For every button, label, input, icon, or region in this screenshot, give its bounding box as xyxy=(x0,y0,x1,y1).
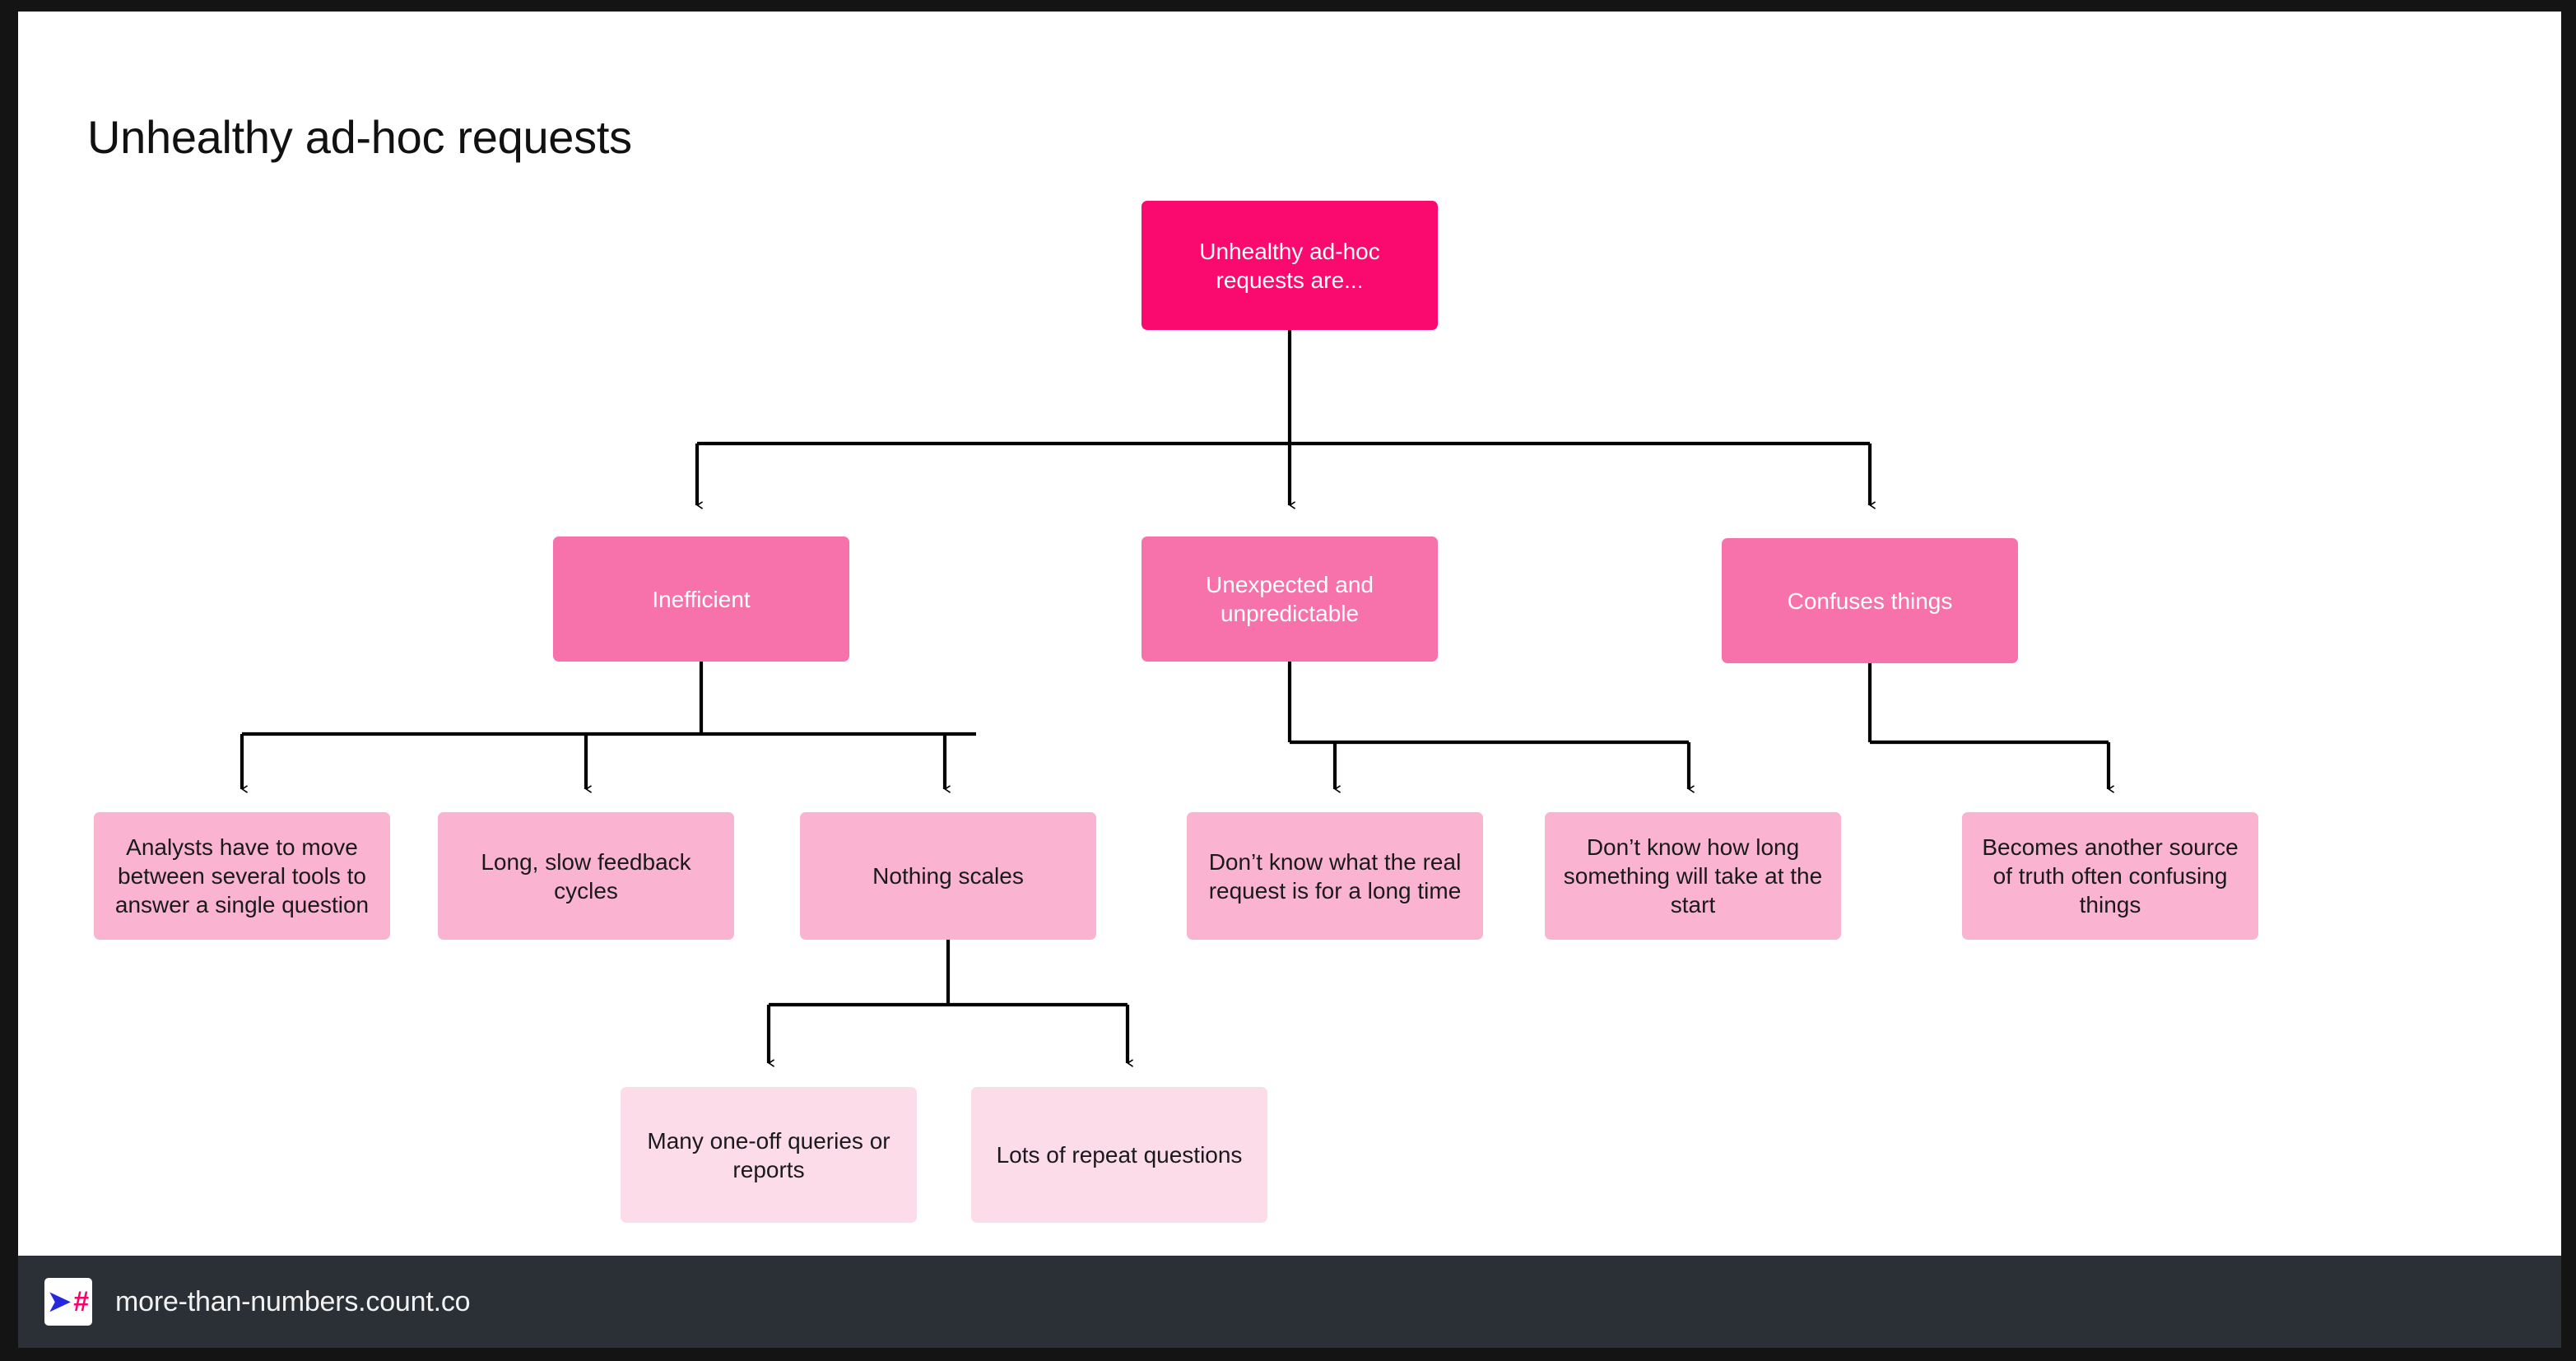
footer-bar: ➤ # more-than-numbers.count.co xyxy=(18,1256,2561,1348)
node-inefficient[interactable]: Inefficient xyxy=(553,537,849,662)
node-nothing-scales[interactable]: Nothing scales xyxy=(800,812,1096,940)
count-logo-icon: ➤ # xyxy=(44,1278,92,1326)
node-confuses-things[interactable]: Confuses things xyxy=(1722,538,2018,663)
node-dont-know-real-request-label: Don’t know what the real request is for … xyxy=(1208,848,1462,903)
node-nothing-scales-label: Nothing scales xyxy=(872,863,1024,889)
node-long-slow-feedback-cycles[interactable]: Long, slow feedback cycles xyxy=(438,812,734,940)
node-analysts-move-between-tools-label: Analysts have to move between several to… xyxy=(114,834,370,917)
footer-url-label: more-than-numbers.count.co xyxy=(115,1285,471,1317)
node-dont-know-real-request[interactable]: Don’t know what the real request is for … xyxy=(1187,812,1483,940)
node-lots-of-repeat-questions[interactable]: Lots of repeat questions xyxy=(971,1087,1267,1223)
connector-lines xyxy=(239,330,2561,1256)
node-dont-know-how-long-label: Don’t know how long something will take … xyxy=(1563,834,1823,917)
flowchart-diagram: Unhealthy ad-hoc requests are... Ineffic… xyxy=(18,12,2561,1256)
node-lots-of-repeat-questions-label: Lots of repeat questions xyxy=(996,1142,1243,1168)
slide-canvas: Unhealthy ad-hoc requests xyxy=(18,12,2561,1256)
node-root[interactable]: Unhealthy ad-hoc requests are... xyxy=(1142,201,1438,330)
node-confuses-things-label: Confuses things xyxy=(1787,588,1953,614)
node-unexpected-unpredictable[interactable]: Unexpected and unpredictable xyxy=(1142,537,1438,662)
node-root-label: Unhealthy ad-hoc requests are... xyxy=(1199,238,1380,293)
node-unexpected-unpredictable-label: Unexpected and unpredictable xyxy=(1206,572,1374,626)
page-title: Unhealthy ad-hoc requests xyxy=(87,110,632,163)
node-long-slow-feedback-cycles-label: Long, slow feedback cycles xyxy=(481,848,691,903)
node-analysts-move-between-tools[interactable]: Analysts have to move between several to… xyxy=(94,812,390,940)
node-dont-know-how-long[interactable]: Don’t know how long something will take … xyxy=(1545,812,1841,940)
chevron-right-icon: ➤ xyxy=(47,1286,72,1317)
hash-icon: # xyxy=(73,1286,90,1317)
node-another-source-of-truth-label: Becomes another source of truth often co… xyxy=(1982,834,2239,917)
node-many-one-off-queries-label: Many one-off queries or reports xyxy=(647,1127,890,1182)
node-inefficient-label: Inefficient xyxy=(652,586,751,612)
node-many-one-off-queries[interactable]: Many one-off queries or reports xyxy=(621,1087,917,1223)
node-another-source-of-truth[interactable]: Becomes another source of truth often co… xyxy=(1962,812,2258,940)
